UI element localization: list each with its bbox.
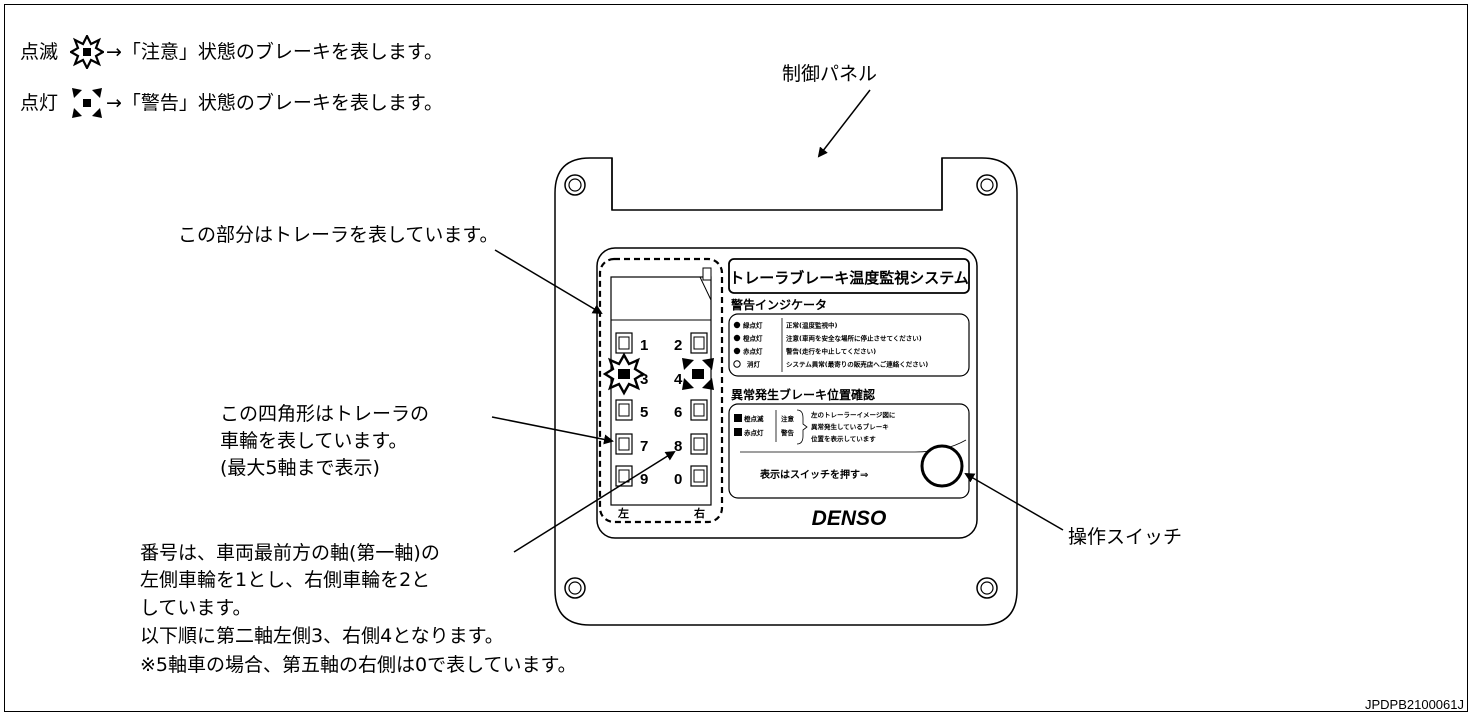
wheel-indicators: [615, 332, 708, 487]
location-state-1: 赤点灯: [744, 428, 764, 437]
location-desc-2: 位置を表示しています: [811, 434, 876, 443]
callout-numbering-4: 以下順に第二軸左側3、右側4となります。: [140, 625, 504, 647]
leader-trailer-part: [494, 249, 603, 315]
location-level-1: 警告: [781, 428, 795, 437]
indicator-desc-2: 警告(走行を中止してください): [786, 347, 876, 356]
location-box: [728, 403, 970, 499]
wheel-number-1: 1: [640, 337, 648, 354]
brand-logo: DENSO: [812, 507, 887, 530]
indicator-state-2: 赤点灯: [743, 347, 763, 356]
wheel-number-2: 2: [674, 337, 682, 354]
operation-switch-button: [920, 444, 964, 488]
callout-operation-switch: 操作スイッチ: [1068, 526, 1183, 548]
wheel-number-5: 5: [640, 404, 648, 421]
indicator-box: [728, 313, 970, 377]
system-title-box: [728, 258, 970, 294]
indicator-state-1: 橙点灯: [743, 334, 763, 343]
trailer-outline: [598, 257, 724, 524]
wheel-number-0: 0: [674, 471, 682, 488]
callout-numbering-1: 番号は、車両最前方の軸(第一軸)の: [140, 542, 440, 564]
figure-code: JPDPB2100061J: [1364, 697, 1464, 712]
leader-numbering: [513, 450, 676, 553]
callout-control-panel: 制御パネル: [782, 63, 878, 85]
right-label: 右: [693, 506, 705, 520]
callout-wheel-squares-2: 車輪を表しています。: [220, 430, 408, 452]
wheel-number-4: 4: [674, 371, 683, 388]
location-level-0: 注意: [781, 414, 795, 423]
location-state-0: 橙点滅: [744, 414, 764, 423]
leader-wheel-squares: [491, 416, 614, 445]
callout-wheel-squares-3: (最大5軸まで表示): [220, 457, 380, 479]
system-title: トレーラブレーキ温度監視システム: [729, 269, 969, 287]
indicator-state-0: 緑点灯: [743, 321, 763, 330]
wheel-number-6: 6: [674, 404, 682, 421]
legend-lit-word: 点灯: [20, 92, 59, 114]
wheel-number-9: 9: [640, 471, 648, 488]
lit-arrows-icon: [72, 88, 102, 118]
callout-wheel-squares-1: この四角形はトレーラの: [220, 403, 430, 425]
switch-prompt: 表示はスイッチを押す⇒: [759, 468, 868, 481]
wheel-3-blink-star-icon: [602, 352, 646, 396]
figure-frame: [4, 4, 1468, 712]
location-heading: 異常発生ブレーキ位置確認: [731, 387, 875, 402]
blink-star-icon: [70, 35, 104, 69]
mounting-hole: [564, 174, 998, 599]
callout-numbering-3: しています。: [140, 597, 252, 619]
callout-numbering-2: 左側車輪を1とし、右側車輪を2と: [140, 569, 431, 591]
callout-numbering-5: ※5軸車の場合、第五軸の右側は0で表しています。: [140, 654, 577, 676]
wheel-number-7: 7: [640, 438, 648, 455]
wheel-4-lit-arrows-icon: [682, 358, 714, 390]
location-desc-1: 異常発生しているブレーキ: [811, 422, 889, 431]
location-desc-0: 左のトレーラーイメージ図に: [810, 410, 895, 419]
wheel-number-3: 3: [640, 371, 648, 388]
wheel-number-8: 8: [674, 438, 682, 455]
indicator-state-3: 消灯: [747, 360, 761, 369]
indicator-heading: 警告インジケータ: [730, 297, 827, 312]
legend-blink-word: 点滅: [20, 41, 59, 63]
leader-operation-switch: [964, 473, 1064, 531]
callout-trailer-part: この部分はトレーラを表しています。: [178, 224, 499, 246]
legend-lit-text: →「警告」状態のブレーキを表します。: [106, 92, 444, 114]
left-label: 左: [617, 506, 629, 520]
indicator-desc-0: 正常(温度監視中): [786, 321, 837, 330]
indicator-desc-3: システム異常(最寄りの販売店へご連絡ください): [786, 360, 928, 369]
legend-blink-text: →「注意」状態のブレーキを表します。: [106, 41, 444, 63]
indicator-desc-1: 注意(車両を安全な場所に停止させてください): [786, 334, 922, 343]
leader-control-panel: [817, 89, 871, 158]
